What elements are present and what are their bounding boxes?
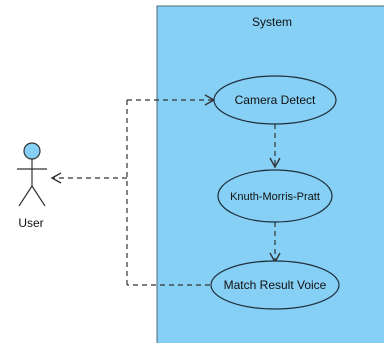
use-case-ellipse <box>210 260 340 310</box>
use-case-ellipse <box>217 169 333 223</box>
dashed-connectors <box>50 94 281 286</box>
use-case-camera-detect: Camera Detect <box>213 75 337 125</box>
use-case-label: Knuth-Morris-Pratt <box>230 191 320 203</box>
use-case-label: Camera Detect <box>235 93 316 107</box>
use-case-knuth-morris-pratt: Knuth-Morris-Pratt <box>217 169 333 223</box>
use-case-ellipse <box>213 75 337 125</box>
system-label: System <box>252 15 292 29</box>
actor-right-leg <box>31 185 46 207</box>
user-actor <box>17 142 47 207</box>
actor-label: User <box>18 216 43 230</box>
actor-head <box>23 142 41 160</box>
use-case-match-result-voice: Match Result Voice <box>210 260 340 310</box>
use-case-label: Match Result Voice <box>224 278 327 292</box>
actor-left-leg <box>18 185 33 207</box>
